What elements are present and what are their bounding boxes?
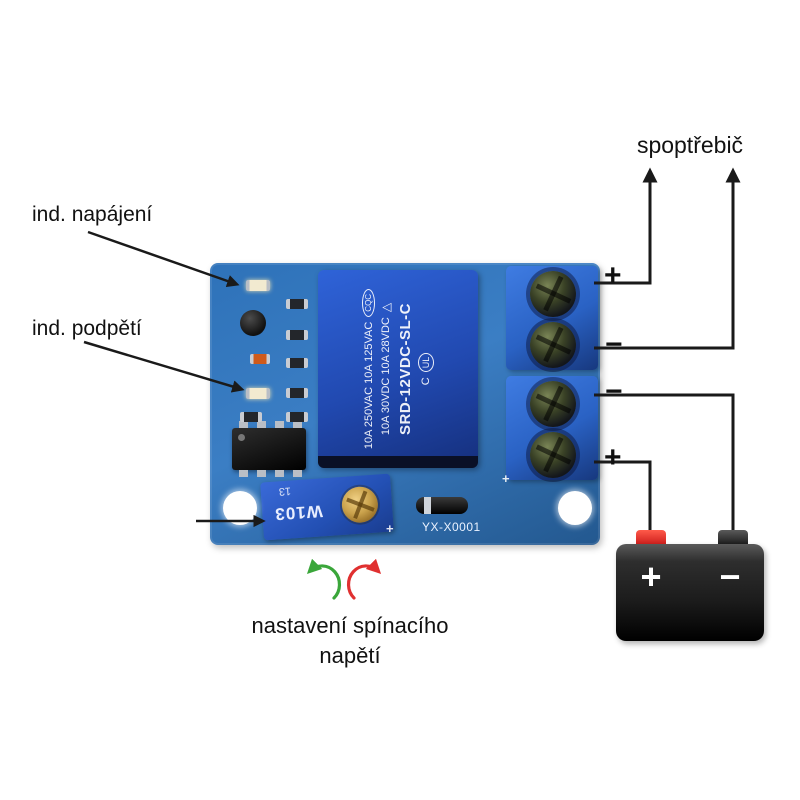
terminal-bottom-minus-sign: − [605, 375, 623, 408]
mounting-hole-right [558, 491, 592, 525]
terminal-screw [530, 381, 576, 427]
smd-capacitor-orange [250, 354, 270, 364]
silkscreen-plus-terminal: + [502, 471, 510, 486]
battery-plus-sign: + [640, 556, 662, 597]
wire-battery-plus [594, 460, 652, 540]
terminal-top-plus-sign: + [604, 259, 622, 292]
relay-model-text: SRD-12VDC-SL-C [397, 303, 414, 436]
ic-pin [257, 421, 266, 428]
terminal-top-minus-sign: − [605, 328, 623, 361]
wire-load-plus [594, 167, 658, 285]
ic-pin [293, 421, 302, 428]
relay-rating-text-2: 10A 30VDC 10A 28VDC [380, 317, 392, 436]
ic-pin [257, 470, 266, 477]
terminal-screw [530, 322, 576, 368]
smd-resistor [286, 388, 308, 398]
smd-resistor [286, 412, 308, 422]
ul-c-mark: C [420, 377, 432, 386]
load-label: spoptřebič [636, 132, 744, 158]
smd-resistor [240, 412, 262, 422]
ul-logo: UL [418, 352, 434, 373]
smd-resistor [286, 330, 308, 340]
relay-base [318, 456, 478, 468]
relay-ratings-line2: 10A 30VDC 10A 28VDC △ [379, 303, 393, 435]
ic-pin [239, 421, 248, 428]
pcb-board: 10A 250VAC 10A 125VAC CQC 10A 30VDC 10A … [210, 263, 600, 545]
terminal-block-top [506, 266, 598, 370]
relay-markings: 10A 250VAC 10A 125VAC CQC 10A 30VDC 10A … [322, 273, 474, 465]
capacitor [240, 310, 266, 336]
diode [416, 497, 468, 514]
terminal-screw [530, 432, 576, 478]
board-model-text: YX-X0001 [422, 520, 481, 534]
power-led [246, 280, 270, 291]
rotate-ccw-green-arrow [306, 558, 342, 600]
battery [616, 544, 764, 641]
mounting-hole-left [223, 491, 257, 525]
terminal-screw [530, 271, 576, 317]
potentiometer: 13 W103 [260, 473, 394, 541]
smd-resistor [286, 358, 308, 368]
ic-chip [232, 421, 306, 477]
potentiometer-model: W103 [273, 501, 324, 524]
adjust-voltage-label-line1: nastavení spínacího [251, 613, 449, 638]
smd-resistor [286, 299, 308, 309]
adjust-voltage-label: nastavení spínacího napětí [252, 611, 449, 671]
cqc-logo: CQC [362, 288, 375, 317]
potentiometer-adjust-screw [340, 485, 380, 524]
terminal-block-bottom [506, 376, 598, 480]
adjust-voltage-label-line2: napětí [319, 643, 381, 668]
relay-model-line: SRD-12VDC-SL-C [397, 303, 414, 435]
ic-pin [239, 470, 248, 477]
triangle-cert-icon: △ [379, 302, 393, 313]
relay-rating-text-1: 10A 250VAC 10A 125VAC [362, 321, 375, 450]
ic-pin [275, 421, 284, 428]
undervoltage-indicator-label: ind. podpětí [32, 317, 142, 340]
ic-pin [293, 470, 302, 477]
terminal-bottom-plus-sign: + [604, 441, 622, 474]
relay-ul-line: C UL [418, 352, 434, 386]
ic-pin1-dot [238, 434, 245, 441]
undervoltage-led [246, 388, 270, 399]
battery-minus-sign: − [719, 556, 741, 597]
relay-ratings-line1: 10A 250VAC 10A 125VAC CQC [362, 288, 375, 450]
diode-band [424, 497, 431, 514]
silkscreen-plus-pot: + [386, 521, 394, 536]
power-indicator-label: ind. napájení [32, 203, 153, 226]
potentiometer-code: 13 [278, 484, 292, 498]
ic-pin [275, 470, 284, 477]
relay: 10A 250VAC 10A 125VAC CQC 10A 30VDC 10A … [318, 270, 478, 468]
rotate-cw-red-arrow [346, 558, 382, 600]
